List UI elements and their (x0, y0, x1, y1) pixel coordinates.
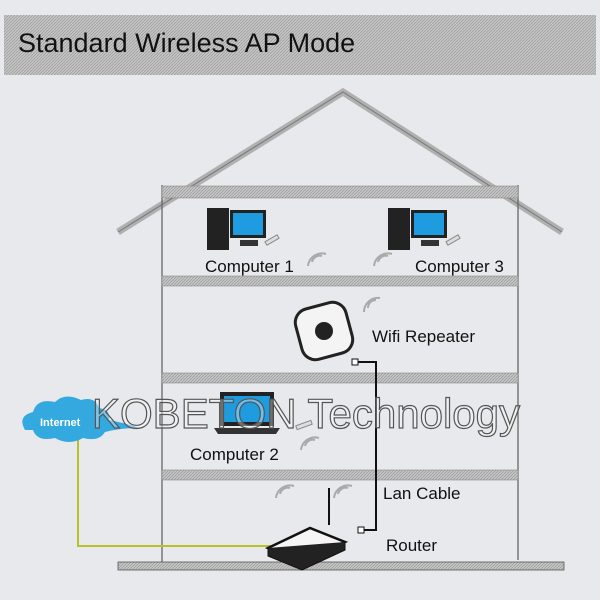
computer-3-label: Computer 3 (415, 257, 504, 276)
computer-2-label: Computer 2 (190, 445, 279, 464)
computer-1: Computer 1 (205, 208, 294, 276)
router-label: Router (386, 536, 437, 555)
cloud-icon (22, 396, 139, 442)
title-bar: Standard Wireless AP Mode (4, 15, 596, 75)
roof (116, 87, 564, 235)
lan-cable (356, 361, 377, 531)
wifi-repeater-label: Wifi Repeater (372, 327, 475, 346)
wifi-repeater: Wifi Repeater (293, 300, 475, 362)
wifi-signal-icons (275, 252, 393, 499)
usb-adapter-icon (295, 419, 313, 431)
computer-1-label: Computer 1 (205, 257, 294, 276)
computer-2: Computer 2 (190, 392, 313, 464)
tower-icon (207, 208, 229, 250)
monitor-icon (414, 213, 444, 235)
usb-adapter-icon (445, 234, 461, 246)
lan-port-repeater (351, 358, 359, 366)
router: Router Lan Cable (264, 484, 461, 571)
laptop-screen-icon (224, 396, 270, 422)
house (116, 87, 565, 571)
floor-slabs (161, 185, 519, 481)
lan-cable-label: Lan Cable (383, 484, 461, 503)
internet-cable (77, 440, 272, 547)
computer-3: Computer 3 (388, 208, 504, 276)
tower-icon (388, 208, 410, 250)
internet-cloud: Internet (22, 396, 139, 442)
lan-port-router (357, 526, 365, 534)
ground (117, 561, 565, 571)
laptop-base-icon (214, 428, 280, 434)
watermark: KOBETON Technology (92, 390, 520, 437)
usb-adapter-icon (264, 234, 280, 246)
page-title: Standard Wireless AP Mode (18, 28, 355, 58)
internet-label: Internet (40, 417, 81, 429)
monitor-icon (233, 213, 263, 235)
